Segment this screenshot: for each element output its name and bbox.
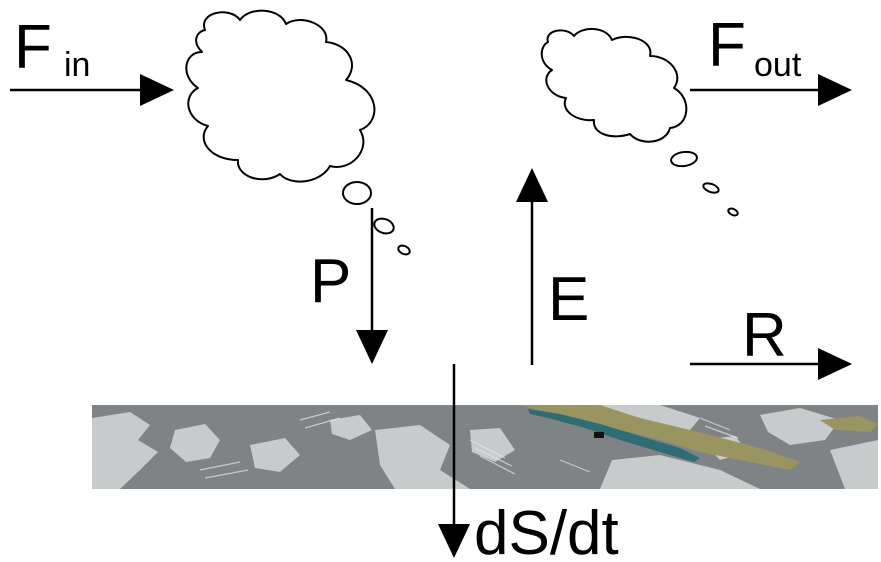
cloud-icon-left: [185, 9, 411, 256]
runoff-label: R: [742, 301, 787, 370]
f-out-label: F: [708, 11, 746, 80]
evaporation-label: E: [548, 265, 589, 334]
storage-change-arrow: [438, 364, 470, 558]
precipitation-label: P: [310, 247, 351, 316]
precipitation-arrow: [356, 208, 388, 364]
f-out-subscript: out: [754, 46, 802, 84]
terrain-strip: [92, 405, 878, 489]
runoff-arrow: [690, 348, 852, 380]
inflow-arrow: [10, 74, 174, 106]
cloud-icon-right: [540, 28, 739, 217]
storage-change-label: dS/dt: [474, 499, 619, 562]
outflow-arrow: [690, 74, 852, 106]
f-in-subscript: in: [64, 46, 90, 84]
f-in-label: F: [14, 13, 52, 82]
evaporation-arrow: [516, 168, 548, 365]
